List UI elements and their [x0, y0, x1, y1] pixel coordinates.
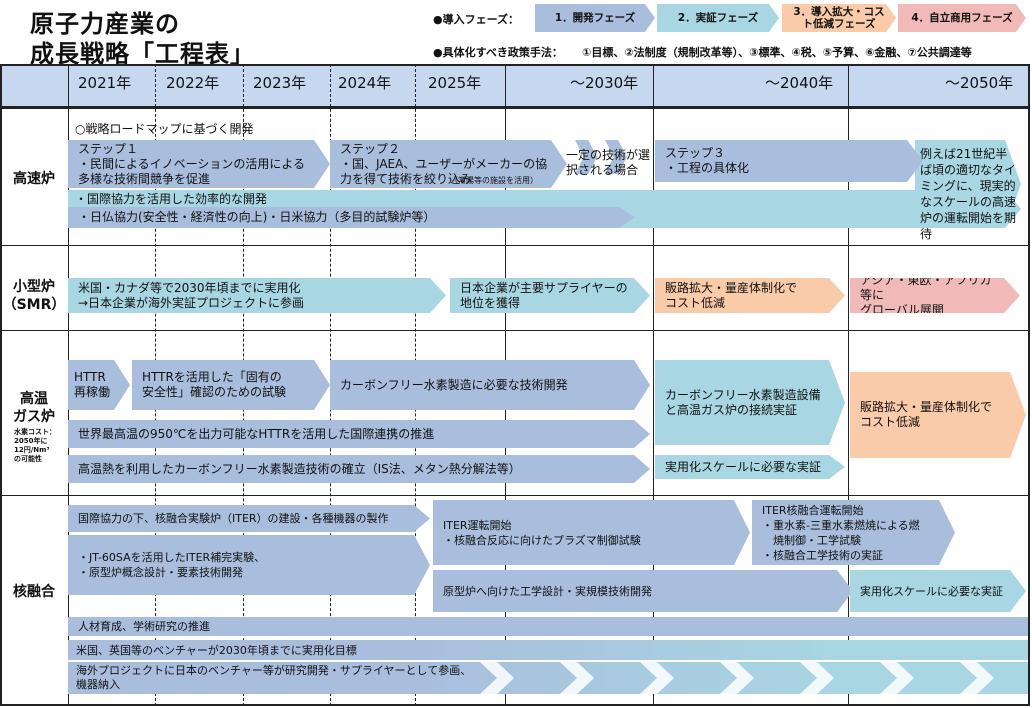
year-2022: 2022年	[166, 74, 220, 92]
fbr-selected: 一定の技術が選択される場合	[566, 148, 651, 177]
year-2025: 2025年	[428, 74, 482, 92]
row-label-fbr: 高速炉	[13, 171, 55, 187]
year-2030: ～2030年	[570, 74, 639, 92]
phase-2: 2．実証フェーズ	[657, 4, 779, 32]
htgr-hydrogen-cost: 水素コスト： 2050年に 12円/Nm³ の可能性	[14, 428, 56, 463]
year-2050: ～2050年	[945, 74, 1014, 92]
divider	[0, 495, 1030, 496]
fbr-step2-note: （常陽等の施設を活用）	[450, 176, 538, 185]
page-title-line1: 原子力産業の	[30, 10, 180, 38]
fbr-step1: ステップ１ ・民間によるイノベーションの活用による多様な技術間競争を促進	[68, 140, 330, 188]
chevron-icon	[605, 140, 627, 174]
smr-b: 日本企業が主要サプライヤーの 地位を獲得	[450, 278, 650, 313]
policy-label: ●具体化すべき政策手法：	[433, 46, 563, 59]
page-title-line2: 成長戦略「工程表」	[30, 40, 255, 68]
row-label-fusion: 核融合	[13, 584, 55, 600]
fbr-intl1: ・国際協力を活用した効率的な開発	[75, 192, 268, 206]
divider	[0, 330, 1030, 331]
htgr-b: HTTRを活用した「固有の 安全性」確認のための試験	[132, 360, 330, 410]
fbr-goal-arrow	[915, 140, 1021, 228]
htgr-g: 高温熱を利用したカーボンフリー水素製造技術の確立（IS法、メタン熱分解法等）	[68, 455, 650, 483]
year-2023: 2023年	[253, 74, 307, 92]
htgr-c: カーボンフリー水素製造に必要な技術開発	[330, 360, 650, 410]
fusion-e: 原型炉へ向けた工学設計・実規模技術開発	[433, 570, 853, 612]
smr-c: 販路拡大・量産体制化で コスト低減	[655, 278, 845, 313]
fusion-venture-band	[68, 640, 1028, 694]
fusion-f: 実用化スケールに必要な実証	[850, 570, 1026, 612]
divider	[68, 660, 1028, 662]
divider	[0, 108, 1030, 109]
htgr-d: カーボンフリー水素製造設備 と高温ガス炉の接続実証	[655, 360, 845, 445]
year-header	[0, 64, 1030, 108]
policy-text: ①目標、②法制度（規制改革等）、③標準、④税、⑤予算、⑥金融、⑦公共調達等	[582, 46, 972, 59]
year-2024: 2024年	[338, 74, 392, 92]
fbr-step3: ステップ３ ・工程の具体化	[655, 140, 923, 182]
divider	[0, 245, 1030, 246]
row-label-smr: 小型炉 （SMR）	[2, 279, 66, 313]
fbr-intl2: ・日仏協力(安全性・経済性の向上)・日米協力（多目的試験炉等）	[68, 207, 635, 228]
fbr-note: ○戦略ロードマップに基づく開発	[75, 122, 254, 136]
fusion-h: 米国、英国等のベンチャーが2030年頃までに実用化目標	[76, 644, 357, 657]
htgr-h: 実用化スケールに必要な実証	[655, 455, 845, 479]
smr-d: アジア・東欧・アフリカ等に グローバル展開	[850, 278, 1020, 313]
htgr-e: 販路拡大・量産体制化で コスト低減	[850, 372, 1026, 458]
divider	[653, 64, 654, 706]
fusion-b: ・JT-60SAを活用したITER補完実験、 ・原型炉概念設計・要素技術開発	[68, 535, 430, 595]
fusion-c: ITER運転開始 ・核融合反応に向けたプラズマ制御試験	[433, 500, 750, 565]
phase-3: 3．導入拡大・コスト低減フェーズ	[782, 4, 896, 32]
htgr-f: 世界最高温の950℃を出力可能なHTTRを活用した国際連携の推進	[68, 420, 650, 448]
phase-legend-label: ●導入フェーズ：	[433, 13, 520, 26]
smr-a: 米国・カナダ等で2030年頃までに実用化 →日本企業が海外実証プロジェクトに参画	[68, 278, 446, 313]
fusion-a: 国際協力の下、核融合実験炉（ITER）の建設・各種機器の製作	[68, 505, 430, 532]
phase-1: 1．開発フェーズ	[535, 4, 655, 32]
fusion-i: 海外プロジェクトに日本のベンチャー等が研究開発・サプライヤーとして参画、 機器納…	[76, 664, 472, 691]
fbr-step2: ステップ２ ・国、JAEA、ユーザーがメーカーの協力を得て技術を絞り込み	[330, 140, 567, 188]
divider	[848, 64, 849, 706]
year-2040: ～2040年	[765, 74, 834, 92]
fusion-g: 人材育成、学術研究の推進	[68, 617, 1028, 636]
year-2021: 2021年	[78, 74, 132, 92]
fbr-goal: 例えば21世紀半ば頃の適切なタイミングに、現実的なスケールの高速炉の運転開始を期…	[920, 147, 1017, 241]
row-label-htgr: 高温 ガス炉	[13, 391, 55, 425]
phase-4: 4．自立商用フェーズ	[898, 4, 1026, 32]
fusion-d: ITER核融合運転開始 ・重水素-三重水素燃焼による燃 焼制御・工学試験 ・核融…	[752, 500, 955, 565]
chevron-icon	[575, 140, 597, 174]
